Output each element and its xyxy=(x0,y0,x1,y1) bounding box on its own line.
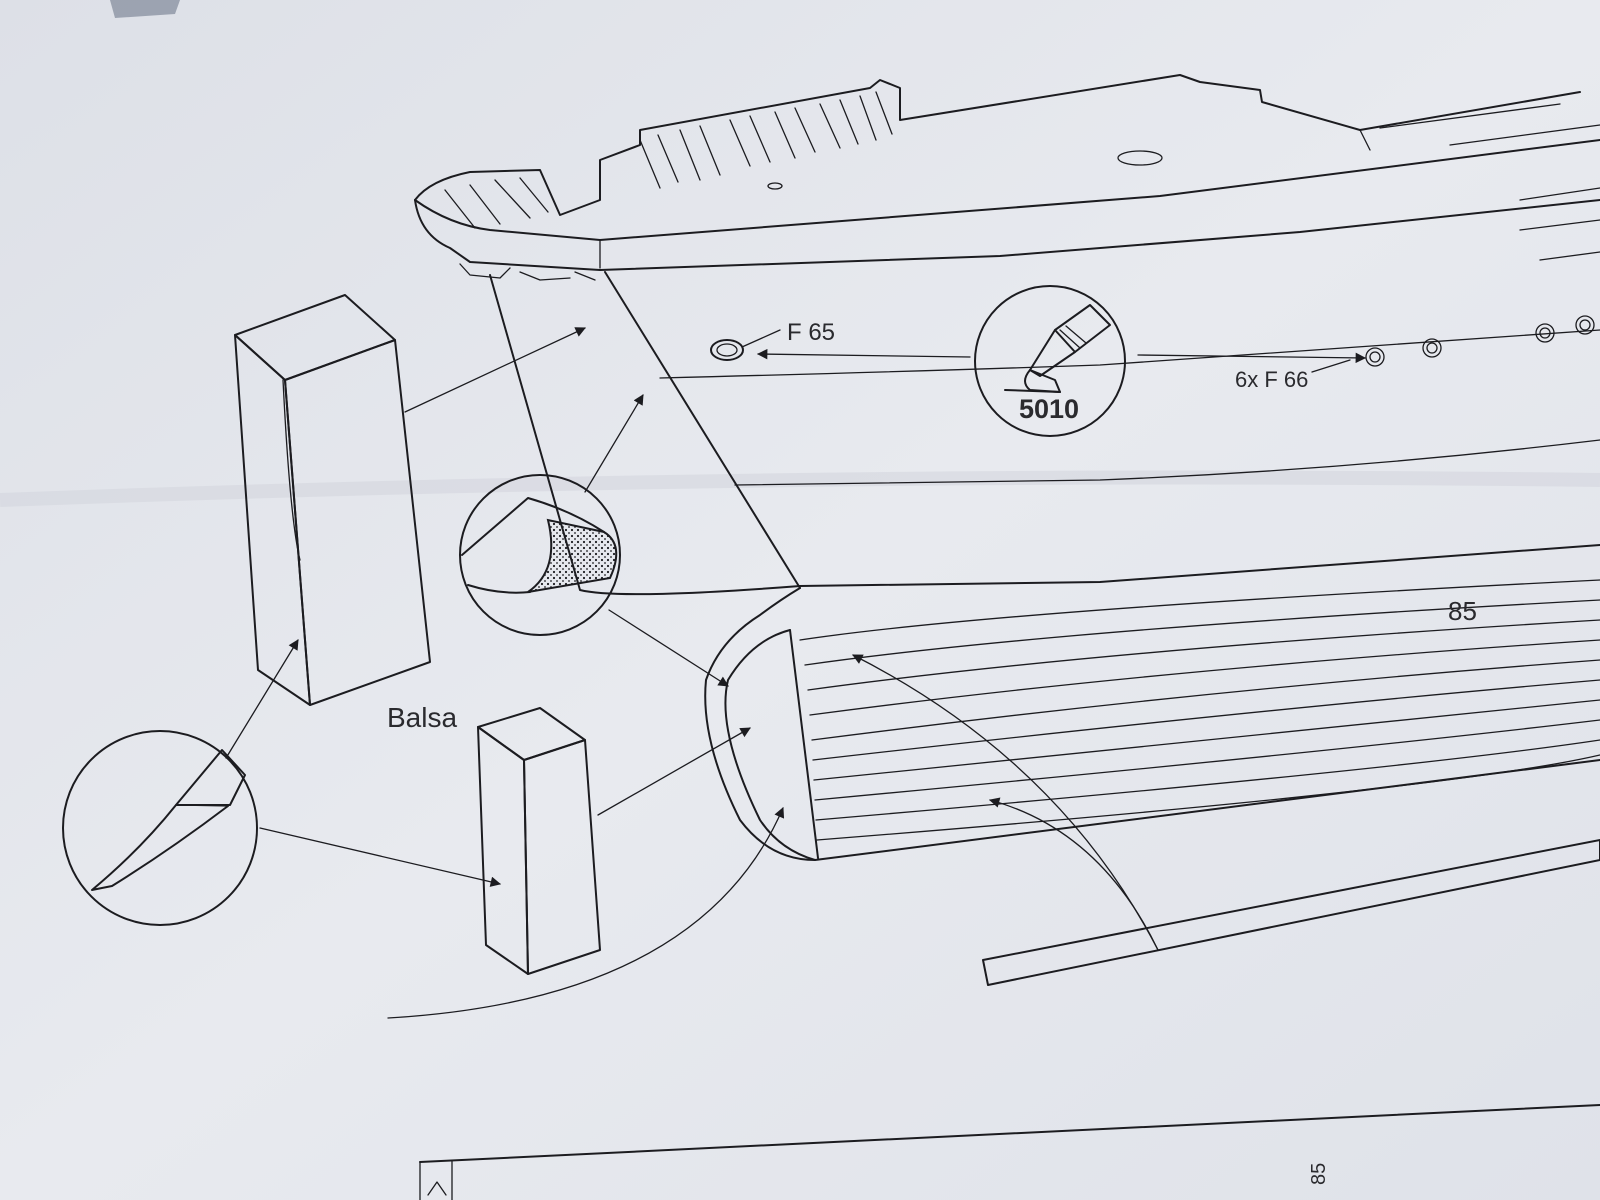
arrow-icon xyxy=(756,348,971,360)
arrow-icon xyxy=(597,727,751,816)
balsa-block-large xyxy=(234,294,431,706)
paint-code: 5010 xyxy=(1019,394,1079,424)
glue-tube-icon xyxy=(1004,304,1111,393)
arrow-icon xyxy=(404,327,586,413)
knife-icon xyxy=(91,749,246,891)
page-number: 85 xyxy=(1448,596,1477,626)
label-f66: 6x F 66 xyxy=(1235,367,1308,392)
arrow-icon xyxy=(1137,352,1367,364)
footer: 85 xyxy=(419,1104,1600,1200)
arrows xyxy=(225,327,1367,1019)
arrow-icon xyxy=(988,797,1159,951)
label-f65: F 65 xyxy=(787,319,835,346)
arrow-icon xyxy=(225,639,299,759)
arrow-icon xyxy=(608,609,729,687)
knife-detail-circle xyxy=(62,730,258,926)
arrow-icon xyxy=(584,394,644,493)
page-number-footer: 85 xyxy=(1308,1163,1330,1185)
balsa-block-small xyxy=(477,707,601,975)
label-balsa: Balsa xyxy=(387,702,457,733)
corner-fold xyxy=(110,0,180,18)
sanding-detail-circle xyxy=(459,474,621,636)
arrow-icon xyxy=(387,807,785,1019)
paint-detail-circle: 5010 xyxy=(974,285,1126,437)
arrow-icon xyxy=(259,827,502,887)
